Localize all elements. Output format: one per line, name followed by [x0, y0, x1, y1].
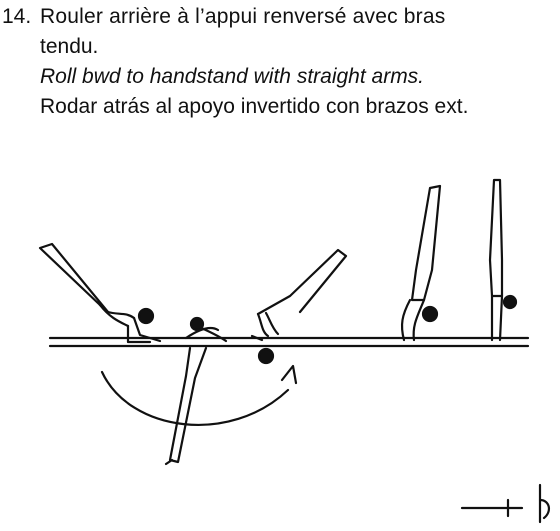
french-line-2: tendu.: [40, 35, 99, 58]
gymnast-figure-1: [38, 242, 162, 344]
element-description: 14. Rouler arrière à l’appui renversé ave…: [2, 2, 558, 122]
element-number: 14.: [2, 5, 32, 28]
sequence-drawing: [38, 178, 550, 524]
difficulty-value-symbol: [460, 483, 550, 524]
gymnast-figure-3: [250, 248, 348, 365]
french-text-1: Rouler arrière à l’appui renversé avec b…: [40, 5, 446, 28]
rotation-arrow: [280, 364, 298, 385]
spanish-description: Rodar atrás al apoyo invertido con brazo…: [40, 95, 469, 118]
gymnastics-illustration: [0, 160, 560, 531]
gymnast-figure-4: [400, 184, 442, 342]
rotation-arc: [100, 370, 290, 426]
gymnast-figure-5: [488, 178, 518, 342]
gymnast-figure-2: [164, 316, 228, 466]
french-line-1: 14. Rouler arrière à l’appui renversé ave…: [2, 2, 558, 32]
english-description: Roll bwd to handstand with straight arms…: [40, 65, 425, 88]
